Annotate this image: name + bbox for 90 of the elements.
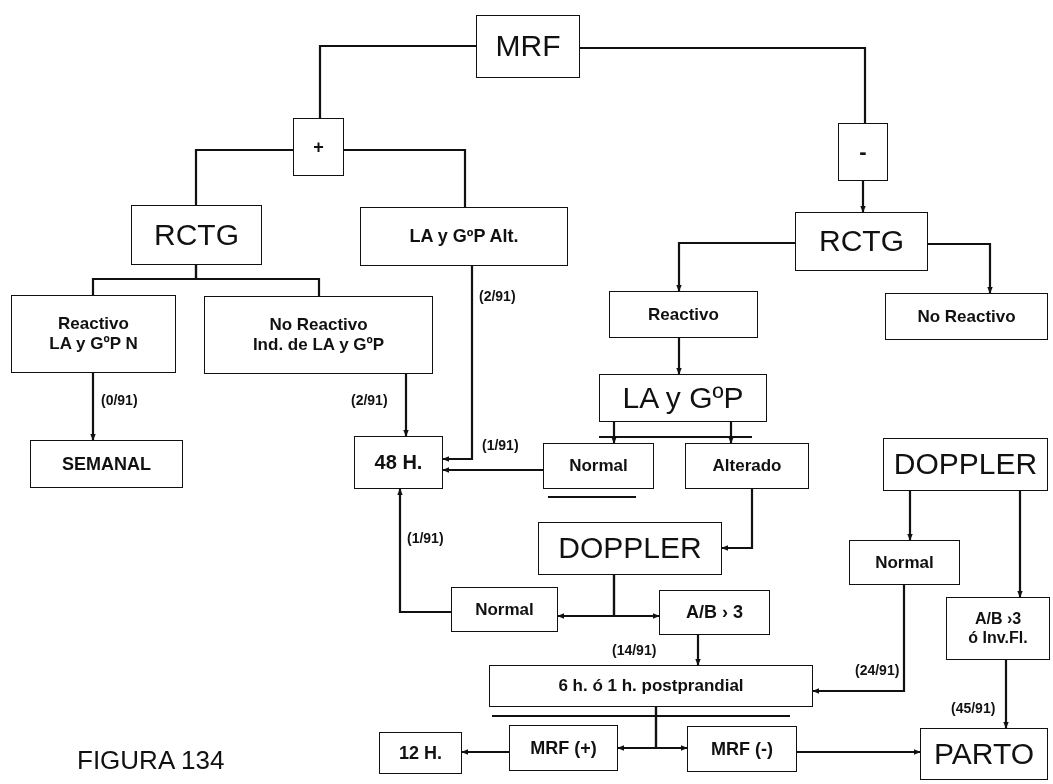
box-text: 6 h. ó 1 h. postprandial (558, 676, 744, 696)
flow-box (543, 443, 654, 489)
flow-box (920, 728, 1048, 780)
box-text: No Reactivo (917, 306, 1016, 327)
connector-line (194, 265, 321, 296)
box-text: 48 H. (374, 451, 423, 474)
flow-box (204, 296, 433, 374)
box-text: Normal (475, 599, 534, 620)
edge-label: (0/91) (100, 392, 139, 408)
flow-box (30, 440, 183, 488)
box-text: Normal (875, 552, 934, 573)
flow-box (685, 443, 809, 489)
box-text: MRF (495, 29, 561, 64)
flow-box (838, 123, 888, 181)
edge-label: (24/91) (854, 662, 901, 678)
box-text: Normal (569, 456, 628, 476)
flow-box (360, 207, 568, 266)
arrow (461, 749, 509, 755)
box-text: LA y GºP N (49, 334, 138, 354)
box-text: SEMANAL (62, 453, 151, 475)
edge-label: (2/91) (350, 392, 389, 408)
arrow (442, 266, 474, 462)
arrow (1003, 660, 1009, 729)
arrow (90, 373, 96, 441)
box-text: Alterado (712, 456, 782, 476)
flow-box (489, 665, 813, 707)
arrow (797, 749, 921, 755)
box-text: + (313, 136, 324, 158)
box-text: A/B › 3 (686, 602, 743, 623)
box-text: LA y GºP Alt. (409, 226, 519, 247)
arrow (612, 575, 660, 619)
box-text: LA y GºP (622, 380, 744, 416)
flow-box (379, 732, 462, 774)
box-text: DOPPLER (558, 531, 702, 566)
flow-box (354, 436, 443, 489)
flow-box (11, 295, 176, 373)
flow-box (849, 540, 960, 585)
flow-box (609, 291, 758, 338)
edge-label: (1/91) (481, 437, 520, 453)
arrow (676, 338, 682, 375)
arrow (812, 585, 906, 694)
box-text: MRF (-) (711, 738, 773, 760)
flow-box (883, 438, 1048, 491)
edge-label: (14/91) (611, 642, 658, 658)
box-text: - (859, 139, 867, 165)
arrow (928, 242, 993, 294)
box-text: 12 H. (399, 742, 442, 764)
connector-line (318, 44, 476, 118)
box-text: ó Inv.Fl. (968, 628, 1028, 647)
connector-line (194, 148, 293, 205)
arrow (442, 467, 543, 473)
flow-box (599, 374, 767, 422)
flow-box (946, 597, 1050, 660)
box-text: MRF (+) (530, 737, 597, 759)
arrow (695, 635, 701, 666)
flow-box (538, 522, 722, 575)
edge-label: (2/91) (478, 288, 517, 304)
flow-box (659, 590, 770, 635)
box-text: RCTG (154, 217, 239, 253)
arrow (611, 422, 617, 444)
arrow (676, 241, 795, 292)
arrow (654, 707, 688, 751)
arrow (403, 374, 409, 437)
arrow (1017, 491, 1023, 598)
box-text: Reactivo (648, 304, 719, 325)
flow-box (131, 205, 262, 265)
box-text: Reactivo (58, 314, 129, 334)
connector-line (580, 46, 867, 123)
arrow (907, 491, 913, 541)
flow-box (885, 293, 1048, 340)
arrow (397, 488, 451, 614)
edge-label: (1/91) (406, 530, 445, 546)
flow-box (687, 726, 797, 772)
flow-box (293, 118, 344, 176)
figure-caption: FIGURA 134 (77, 745, 225, 776)
flow-box (476, 15, 580, 78)
arrow (721, 489, 754, 551)
flow-box (451, 587, 558, 632)
arrow (860, 181, 866, 213)
flow-box (795, 212, 928, 271)
edge-label: (45/91) (950, 700, 997, 716)
box-text: RCTG (819, 224, 904, 259)
flow-box (509, 725, 618, 771)
box-text: PARTO (933, 736, 1034, 772)
arrow (728, 422, 734, 444)
box-text: DOPPLER (893, 447, 1038, 482)
box-text: A/B ›3 (974, 610, 1022, 629)
box-text: Ind. de LA y GºP (252, 335, 385, 355)
box-text: No Reactivo (269, 315, 368, 335)
connector-line (344, 148, 467, 207)
